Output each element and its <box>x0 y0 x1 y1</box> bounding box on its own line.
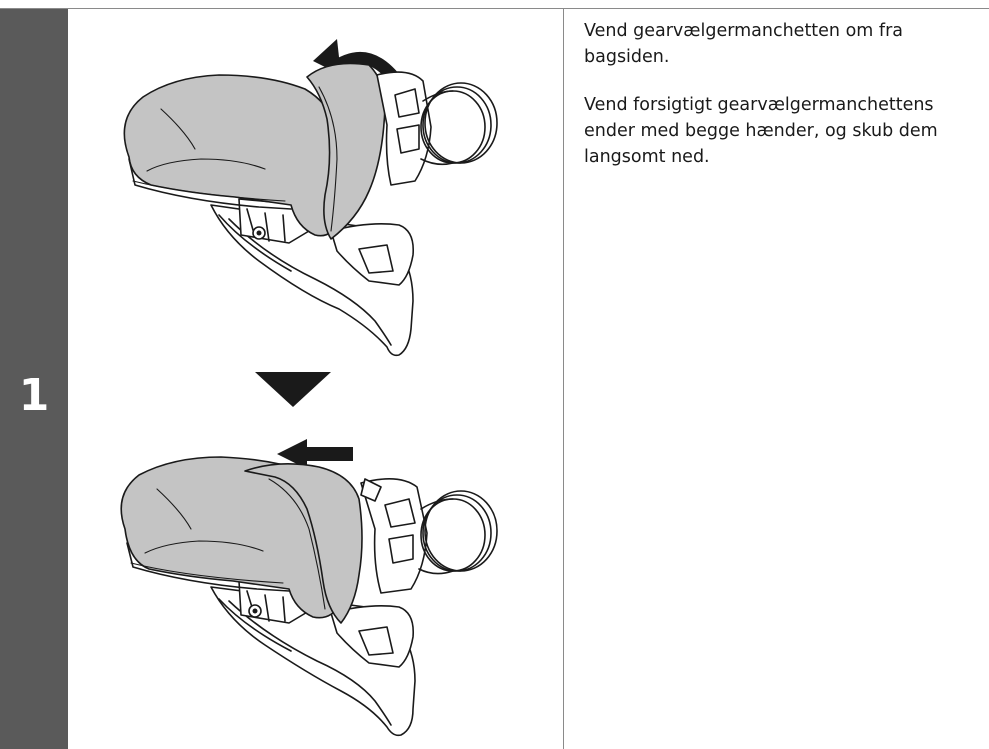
lever-illustration-before <box>124 39 497 355</box>
step-bar: 1 <box>0 9 68 749</box>
step-number: 1 <box>0 371 68 421</box>
column-divider <box>563 9 564 749</box>
instruction-text: Vend gearvælgermanchetten om fra bagside… <box>584 18 974 192</box>
lever-illustration-after <box>121 439 497 735</box>
down-triangle-icon <box>255 372 331 407</box>
illustration-panel <box>69 9 563 749</box>
instruction-paragraph-2: Vend forsigtigt gearvælgermanchettens en… <box>584 92 974 170</box>
instruction-paragraph-1: Vend gearvælgermanchetten om fra bagside… <box>584 18 974 70</box>
